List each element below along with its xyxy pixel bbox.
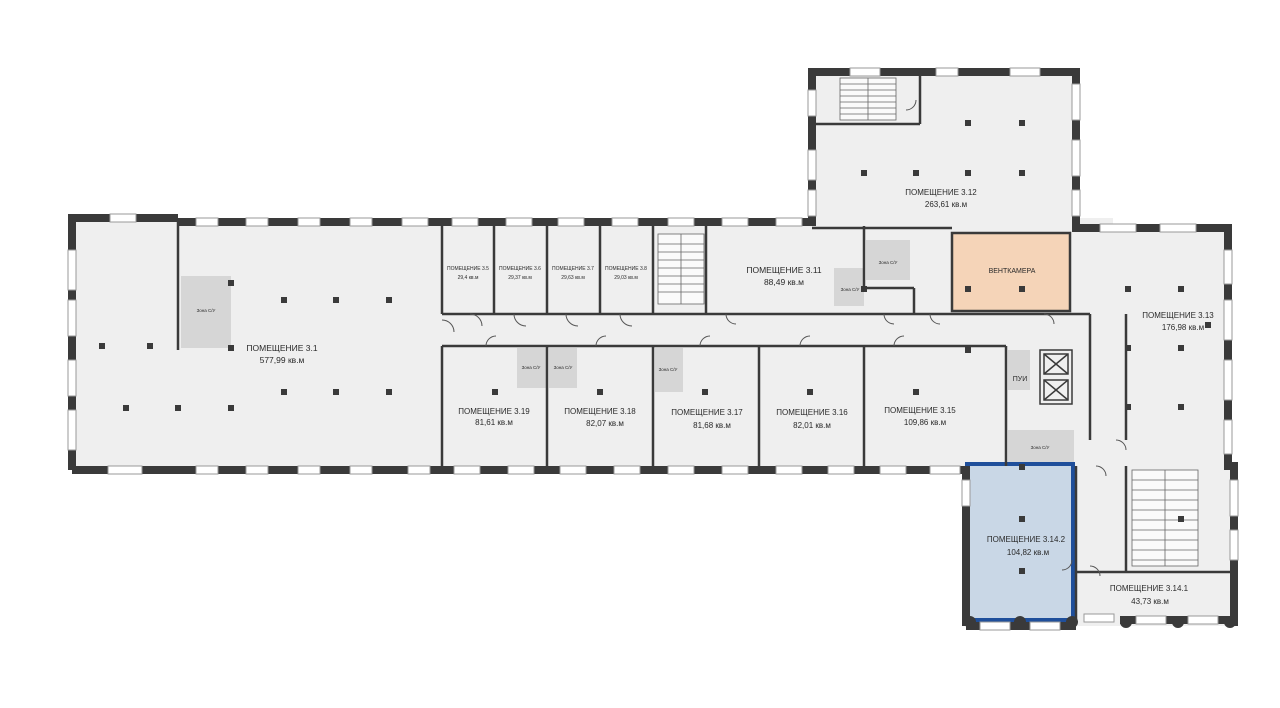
room-3-14-2-highlight[interactable] <box>965 462 1075 622</box>
stairs-southeast <box>1131 469 1199 567</box>
room-3-11-name: ПОМЕЩЕНИЕ 3.11 <box>746 265 822 275</box>
room-3-7-name: ПОМЕЩЕНИЕ 3.7 <box>552 266 594 272</box>
room-3-5-name: ПОМЕЩЕНИЕ 3.5 <box>447 266 489 272</box>
ventchamber-label: ВЕНТКАМЕРА <box>989 268 1036 275</box>
room-3-14-1-area: 43,73 кв.м <box>1131 597 1169 606</box>
room-3-8-area: 29,03 кв.м <box>614 275 638 281</box>
pui-label: ПУИ <box>1013 376 1028 383</box>
room-3-5-area: 29,4 кв.м <box>458 275 479 281</box>
room-3-12-name: ПОМЕЩЕНИЕ 3.12 <box>905 188 977 197</box>
room-3-18-area: 82,07 кв.м <box>586 419 624 428</box>
wc-zone-label: Зона С/У <box>522 365 541 370</box>
stairs-central <box>657 233 705 305</box>
wc-zone-label: Зона С/У <box>1031 445 1050 450</box>
room-labels: ПОМЕЩЕНИЕ 3.1 577,99 кв.м ПОМЕЩЕНИЕ 3.5 … <box>197 188 1215 606</box>
wc-zone-label: Зона С/У <box>841 287 860 292</box>
room-3-12-area: 263,61 кв.м <box>925 200 967 209</box>
room-3-16-area: 82,01 кв.м <box>793 421 831 430</box>
stairs-north <box>839 77 897 121</box>
windows <box>67 67 1239 631</box>
room-3-18-name: ПОМЕЩЕНИЕ 3.18 <box>564 407 636 416</box>
room-3-14-1-name: ПОМЕЩЕНИЕ 3.14.1 <box>1110 584 1189 593</box>
wc-zones <box>181 240 1074 462</box>
room-3-16-name: ПОМЕЩЕНИЕ 3.16 <box>776 408 848 417</box>
wc-zone-label: Зона С/У <box>554 365 573 370</box>
room-3-1-name: ПОМЕЩЕНИЕ 3.1 <box>246 343 317 353</box>
room-3-19-area: 81,61 кв.м <box>475 418 513 427</box>
columns <box>99 120 1211 574</box>
interior-walls <box>176 72 1232 622</box>
room-3-17-name: ПОМЕЩЕНИЕ 3.17 <box>671 408 743 417</box>
wc-zone-label: Зона С/У <box>197 308 216 313</box>
room-3-17-area: 81,68 кв.м <box>693 421 731 430</box>
room-3-11-area: 88,49 кв.м <box>764 277 804 287</box>
room-3-14-2-name: ПОМЕЩЕНИЕ 3.14.2 <box>987 535 1066 544</box>
room-3-15-area: 109,86 кв.м <box>904 418 946 427</box>
wc-zone-label: Зона С/У <box>659 367 678 372</box>
room-3-6-area: 29,37 кв.м <box>508 275 532 281</box>
room-3-7-area: 29,63 кв.м <box>561 275 585 281</box>
room-3-15-name: ПОМЕЩЕНИЕ 3.15 <box>884 406 956 415</box>
room-3-1-area: 577,99 кв.м <box>260 355 305 365</box>
room-3-13-name: ПОМЕЩЕНИЕ 3.13 <box>1142 311 1214 320</box>
doors <box>441 99 1127 577</box>
room-3-19-name: ПОМЕЩЕНИЕ 3.19 <box>458 407 530 416</box>
elevator-icon <box>1039 349 1073 405</box>
room-3-14-2-area: 104,82 кв.м <box>1007 548 1049 557</box>
round-columns <box>964 616 1236 628</box>
wc-zone-label: Зона С/У <box>879 260 898 265</box>
room-3-8-name: ПОМЕЩЕНИЕ 3.8 <box>605 266 647 272</box>
room-3-6-name: ПОМЕЩЕНИЕ 3.6 <box>499 266 541 272</box>
room-3-13-area: 176,98 кв.м <box>1162 323 1204 332</box>
ventchamber-room[interactable] <box>950 231 1072 313</box>
